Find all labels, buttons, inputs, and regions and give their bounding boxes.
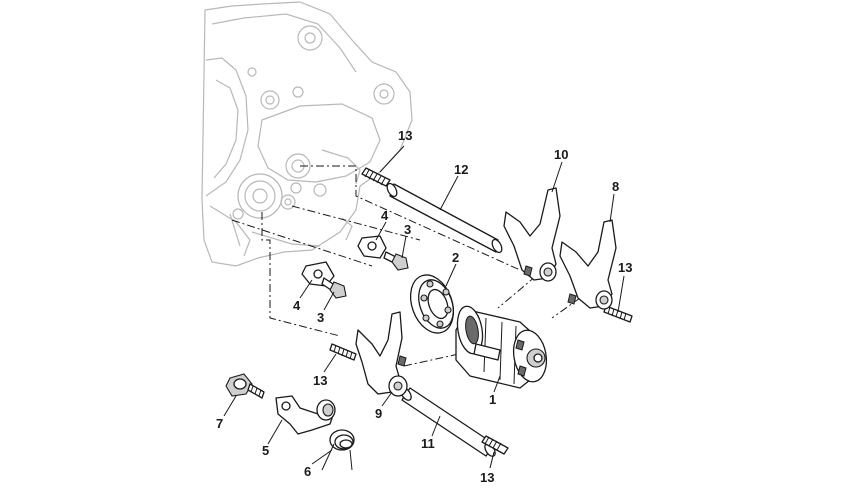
callout-labels: 13 12 10 8 13 4 3 2 4 3 13 1 9 7 5 11 6 … [216, 128, 632, 485]
callout-4-upper: 4 [381, 208, 389, 223]
spring-upper-left [361, 167, 391, 187]
shift-fork-upper [503, 187, 561, 282]
stopper-lever [275, 395, 336, 435]
callout-6: 6 [304, 464, 311, 479]
retainer-plate-upper [357, 235, 387, 259]
spring-lower [481, 435, 509, 455]
callout-7: 7 [216, 416, 223, 431]
callout-10: 10 [554, 147, 568, 162]
callout-9: 9 [375, 406, 382, 421]
callout-13-upper: 13 [398, 128, 412, 143]
callout-1: 1 [489, 392, 496, 407]
stopper-bolt [225, 373, 265, 399]
callout-13-lower: 13 [480, 470, 494, 485]
shift-drum [455, 305, 548, 389]
shift-fork-lower [355, 311, 408, 397]
spring-middle-left [329, 343, 357, 361]
bolt-lower [321, 277, 347, 299]
fork-shaft-lower [400, 387, 496, 457]
callout-8: 8 [612, 179, 619, 194]
callout-3-upper: 3 [404, 222, 411, 237]
callout-12: 12 [454, 162, 468, 177]
torsion-spring [321, 429, 355, 471]
bolt-upper [383, 251, 409, 271]
callout-5: 5 [262, 443, 269, 458]
shift-fork-right [559, 219, 617, 310]
leader-lines [223, 145, 625, 469]
callout-4-lower: 4 [293, 298, 301, 313]
callout-11: 11 [421, 436, 435, 451]
callout-13-right: 13 [618, 260, 632, 275]
spring-right [603, 305, 633, 323]
bearing [409, 274, 455, 334]
callout-2: 2 [452, 250, 459, 265]
fork-shaft-upper [386, 182, 503, 254]
crankcase-ghost [201, 1, 413, 267]
callout-13-middle: 13 [313, 373, 327, 388]
callout-3-lower: 3 [317, 310, 324, 325]
